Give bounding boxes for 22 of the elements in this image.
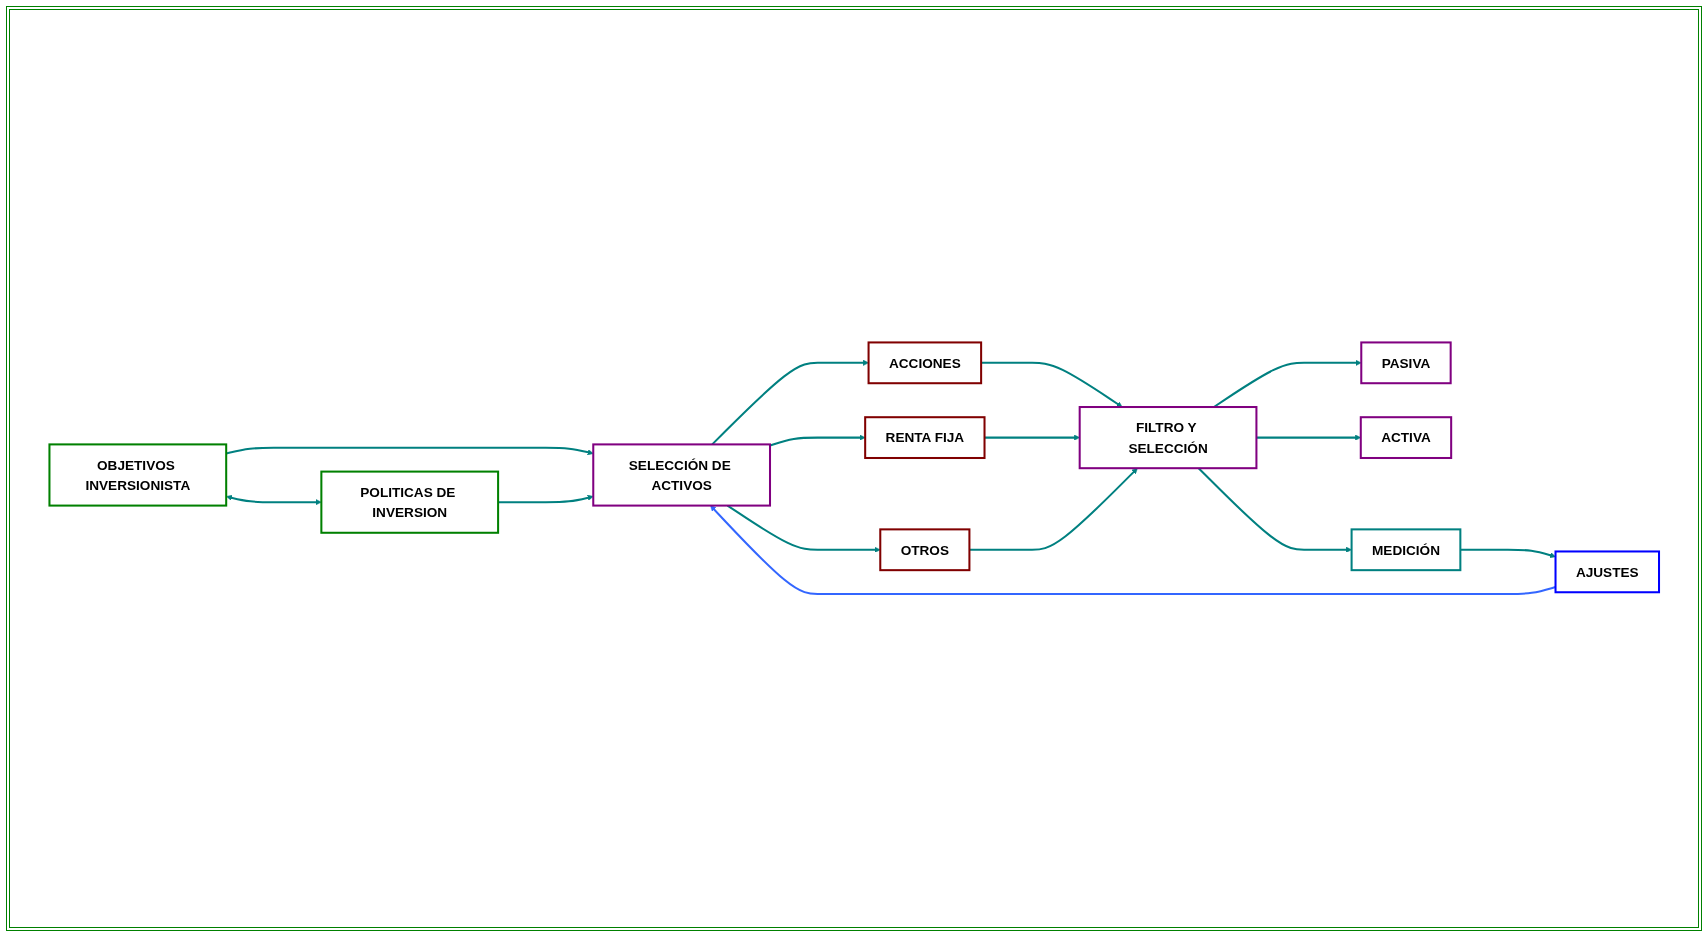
- arrow: [497, 495, 594, 504]
- node-box: MEDICIÓN: [1350, 528, 1462, 572]
- arrow: [225, 447, 594, 456]
- node-box: AJUSTES: [1554, 550, 1660, 594]
- node-box: OTROS: [879, 528, 971, 572]
- arrow: [969, 468, 1138, 552]
- node-box: RENTA FIJA: [863, 416, 986, 460]
- node-box: PASIVA: [1360, 341, 1452, 385]
- node-box: POLITICAS DE INVERSION: [320, 470, 499, 535]
- arrow: [1256, 434, 1361, 441]
- node-box: ACCIONES: [867, 341, 982, 385]
- node-box: ACTIVA: [1359, 416, 1452, 460]
- arrow: [726, 505, 881, 554]
- node-box: SELECCIÓN DE ACTIVOS: [592, 443, 771, 507]
- arrow: [711, 360, 869, 446]
- arrow: [709, 505, 1556, 596]
- node-box: FILTRO Y SELECCIÓN: [1078, 406, 1258, 470]
- arrow: [1460, 549, 1556, 559]
- node-box: OBJETIVOS INVERSIONISTA: [48, 443, 227, 507]
- arrow: [225, 495, 322, 506]
- arrow: [984, 434, 1080, 441]
- arrow: [980, 362, 1123, 408]
